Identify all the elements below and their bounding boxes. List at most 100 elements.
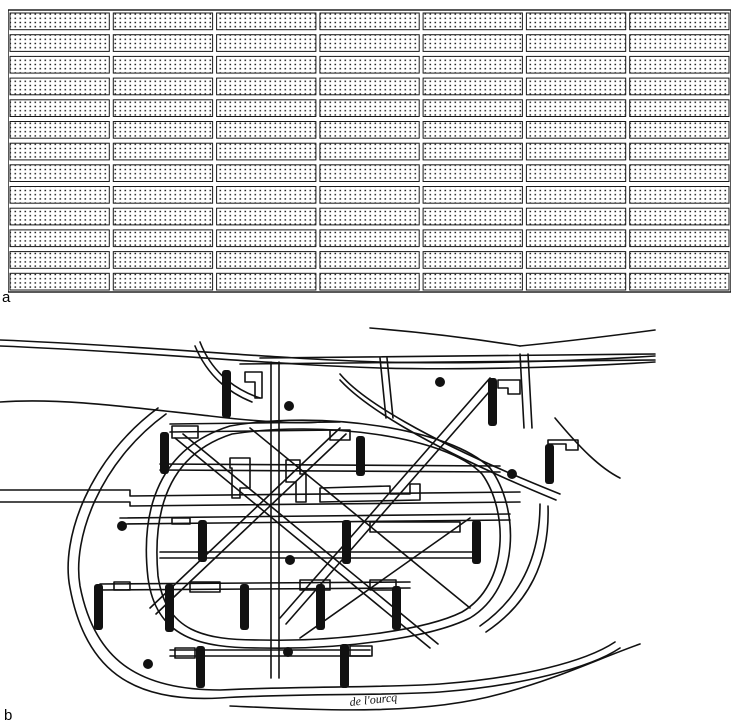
panel-b-label: b	[4, 707, 13, 724]
grid-cell	[422, 186, 523, 204]
grid-cell	[525, 121, 627, 139]
grid-cell	[422, 229, 523, 248]
grid-cell	[216, 34, 317, 52]
grid-cell	[216, 121, 317, 139]
tower-blocks	[94, 370, 554, 688]
grid-cell	[525, 77, 627, 96]
grid-cell	[216, 164, 317, 183]
grid-cells	[9, 12, 730, 291]
grid-cell	[112, 34, 214, 52]
grid-cell	[216, 99, 317, 118]
canal-annotation: de l'ourcq	[349, 690, 398, 709]
grid-cell	[422, 55, 523, 74]
grid-cell	[629, 229, 730, 248]
grid-cell	[112, 186, 214, 204]
grid-cell	[629, 164, 730, 183]
grid-cell	[525, 207, 627, 226]
grid-cell	[629, 77, 730, 96]
grid-cell	[216, 12, 317, 31]
grid-cell	[319, 55, 420, 74]
river	[229, 643, 641, 711]
grid-cell	[112, 272, 214, 291]
grid-cell	[525, 251, 627, 269]
grid-cell	[9, 142, 110, 161]
grid-cell	[422, 121, 523, 139]
grid-cell	[319, 207, 420, 226]
highway	[0, 489, 521, 507]
railway-lines	[0, 327, 656, 370]
grid-cell	[9, 229, 110, 248]
grid-cell	[422, 77, 523, 96]
grid-cell	[319, 99, 420, 118]
grid-cell	[422, 272, 523, 291]
grid-cell	[112, 142, 214, 161]
grid-cell	[319, 164, 420, 183]
grid-cell	[216, 142, 317, 161]
grid-cell	[629, 121, 730, 139]
grid-cell	[319, 12, 420, 31]
grid-cell	[319, 229, 420, 248]
grid-cell	[422, 164, 523, 183]
grid-cell	[216, 186, 317, 204]
grid-cell	[525, 186, 627, 204]
grid-cell	[216, 229, 317, 248]
grid-cell	[216, 251, 317, 269]
grid-cell	[9, 12, 110, 31]
grid-cell	[525, 34, 627, 52]
vertical-axes	[270, 353, 533, 679]
grid-cell	[319, 142, 420, 161]
grid-cell	[112, 12, 214, 31]
outer-ring-road	[67, 407, 621, 700]
grid-cell	[319, 251, 420, 269]
grid-cell	[525, 55, 627, 74]
grid-cell	[629, 207, 730, 226]
grid-cell	[112, 77, 214, 96]
grid-cell	[216, 77, 317, 96]
panel-a-label: a	[2, 289, 11, 306]
grid-cell	[112, 55, 214, 74]
grid-cell	[629, 12, 730, 31]
grid-cell	[9, 251, 110, 269]
grid-cell	[422, 34, 523, 52]
grid-cell	[629, 55, 730, 74]
grid-cell	[9, 207, 110, 226]
grid-cell	[112, 251, 214, 269]
grid-cell	[216, 55, 317, 74]
grid-cell	[629, 34, 730, 52]
grid-cell	[629, 99, 730, 118]
grid-cell	[216, 272, 317, 291]
grid-cell	[319, 272, 420, 291]
grid-cell	[422, 251, 523, 269]
grid-cell	[9, 99, 110, 118]
grid-cell	[629, 142, 730, 161]
panel-a-grid-drawing	[8, 8, 731, 294]
grid-cell	[216, 207, 317, 226]
grid-cell	[9, 77, 110, 96]
grid-cell	[525, 12, 627, 31]
diagonal-roads	[149, 377, 497, 649]
inner-oval-road	[145, 419, 512, 650]
grid-cell	[422, 12, 523, 31]
grid-cell	[319, 77, 420, 96]
grid-cell	[319, 34, 420, 52]
landmark-dots	[117, 377, 517, 669]
grid-cell	[9, 121, 110, 139]
grid-cell	[112, 207, 214, 226]
grid-cell	[525, 272, 627, 291]
grid-cell	[422, 99, 523, 118]
grid-cell	[525, 142, 627, 161]
grid-cell	[112, 229, 214, 248]
grid-cell	[319, 121, 420, 139]
grid-cell	[112, 121, 214, 139]
grid-cell	[629, 186, 730, 204]
canal-label: de l'ourcq	[349, 690, 398, 709]
grid-cell	[112, 99, 214, 118]
panel-b-site-plan	[0, 327, 656, 711]
grid-cell	[525, 99, 627, 118]
grid-cell	[629, 251, 730, 269]
grid-cell	[422, 207, 523, 226]
grid-cell	[525, 164, 627, 183]
grid-cell	[629, 272, 730, 291]
grid-cell	[112, 164, 214, 183]
grid-cell	[9, 272, 110, 291]
